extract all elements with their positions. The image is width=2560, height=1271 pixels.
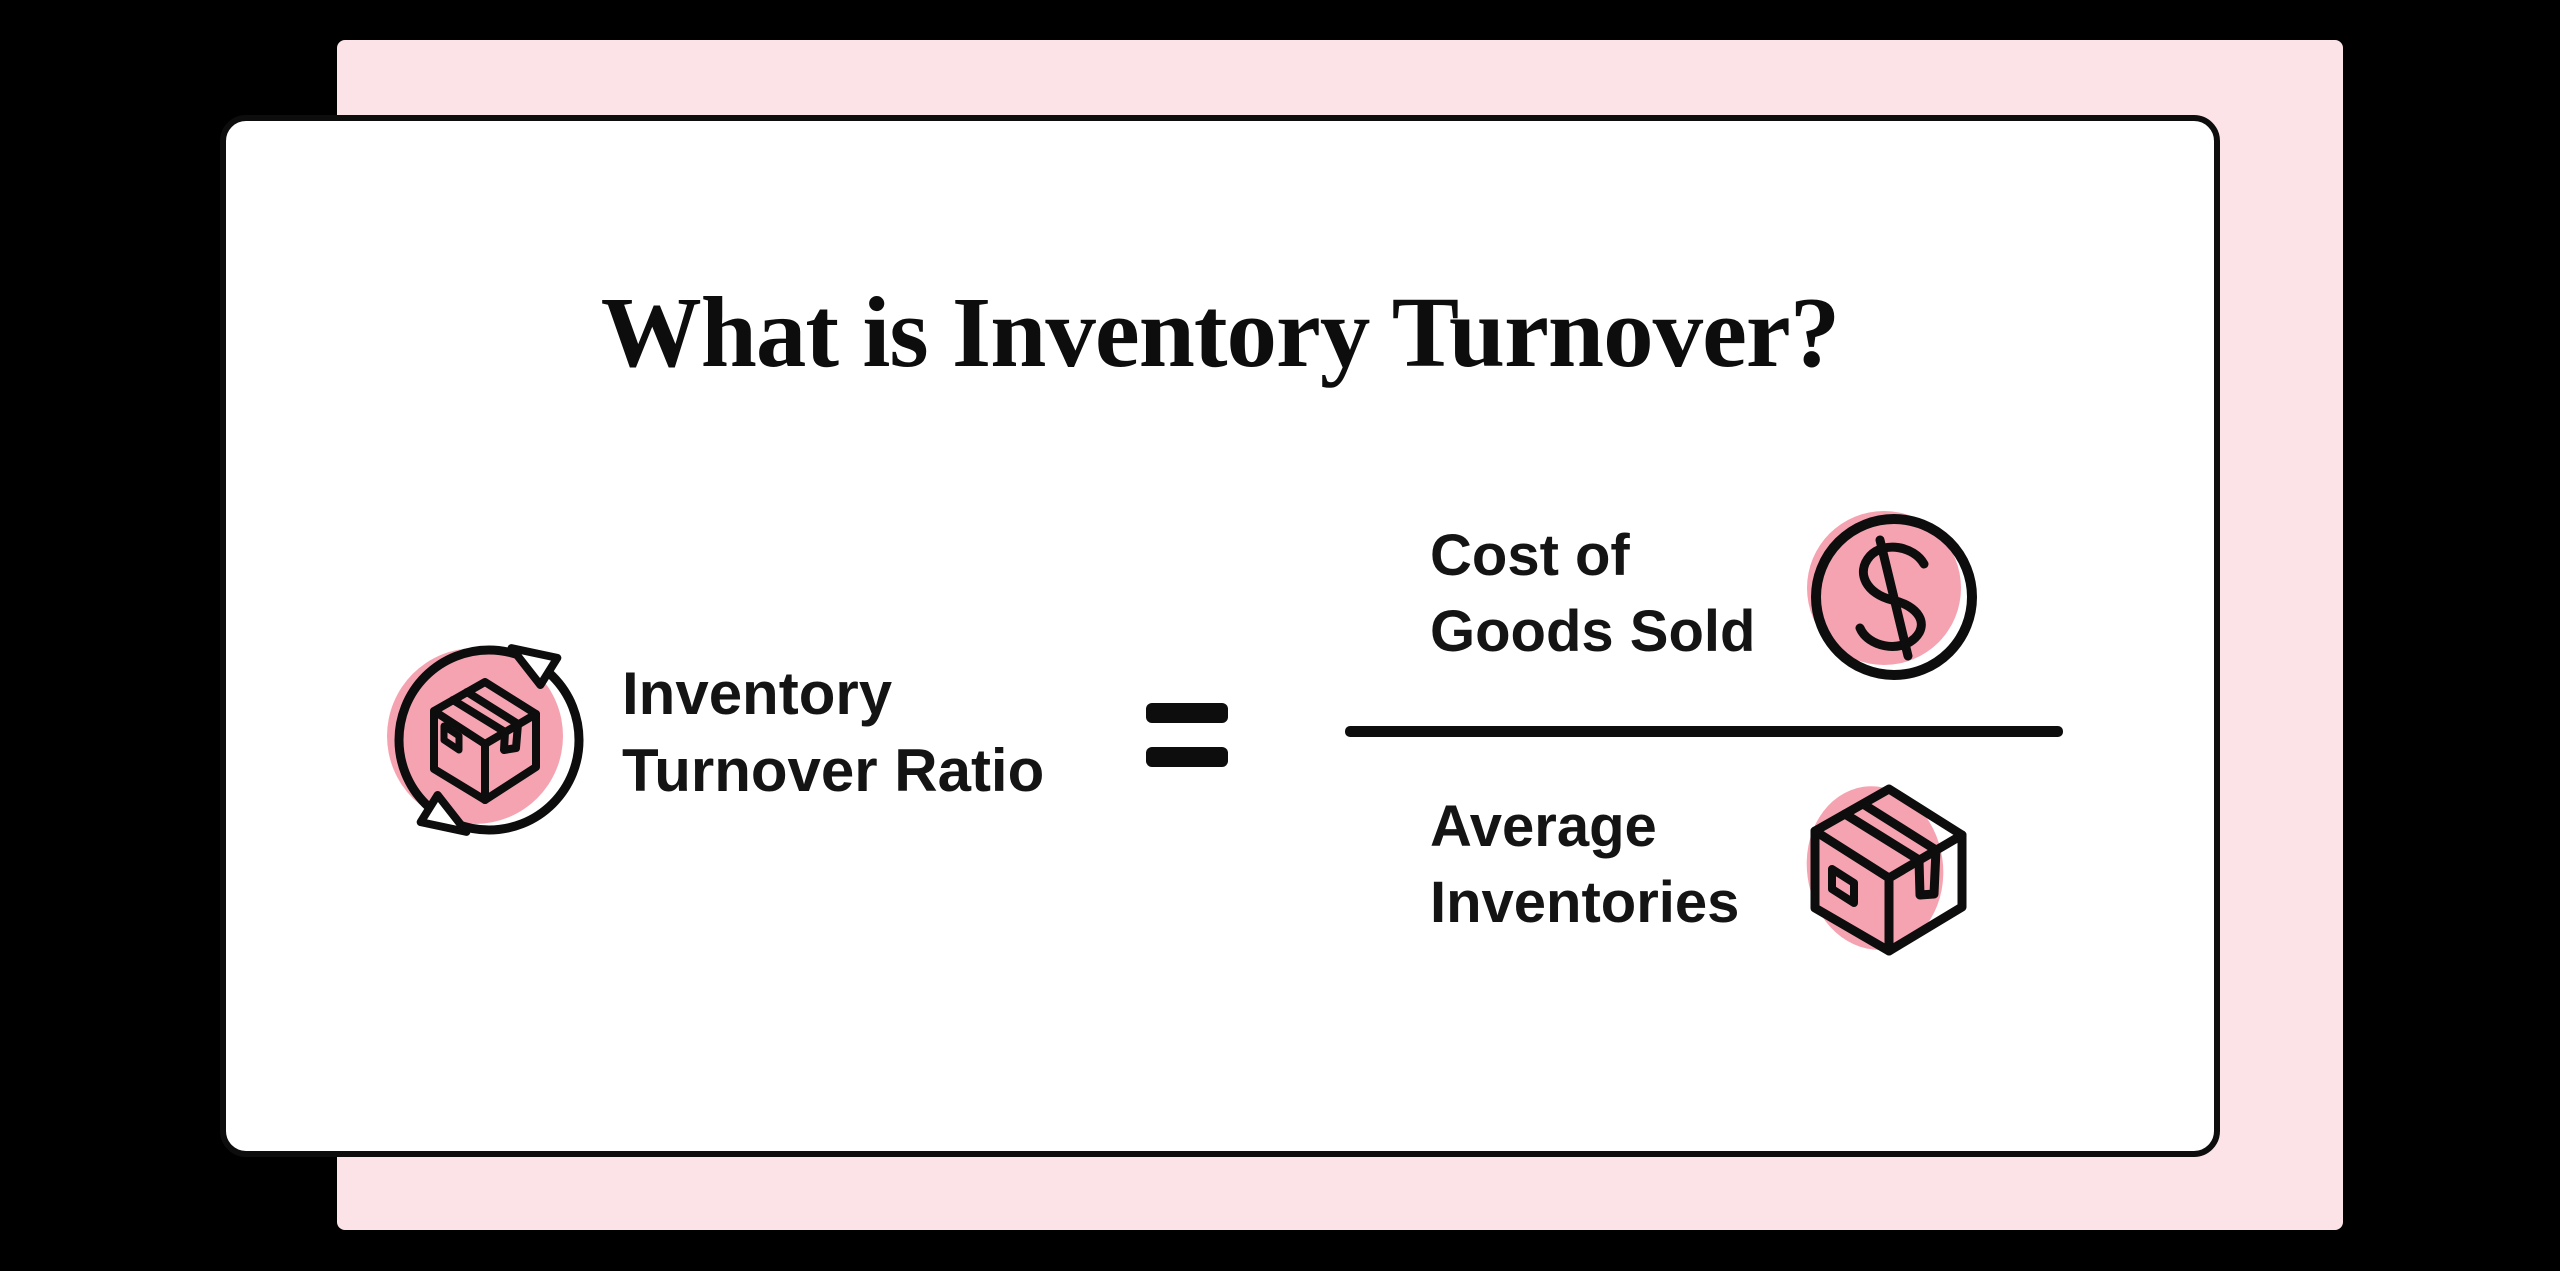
cycle-arrowhead-top [507, 644, 562, 689]
denominator-line2: Inventories [1430, 870, 1740, 935]
lhs-label-line1: Inventory [622, 660, 893, 727]
mini-box-outline [430, 678, 540, 804]
lhs-label: Inventory Turnover Ratio [622, 655, 1044, 809]
inventory-cycle-icon [387, 644, 584, 836]
fraction-bar [1345, 726, 2063, 737]
denominator-label: Average Inventories [1430, 789, 1739, 941]
lhs-label-line2: Turnover Ratio [622, 737, 1045, 804]
cycle-ring [394, 645, 584, 835]
coin-ring [1811, 514, 1977, 680]
cycle-arrowhead-bottom [416, 791, 471, 836]
equals-sign [1146, 703, 1228, 767]
equals-bar-bottom [1146, 747, 1228, 767]
page-title: What is Inventory Turnover? [600, 276, 1840, 388]
equals-bar-top [1146, 703, 1228, 723]
numerator-line1: Cost of [1430, 523, 1630, 588]
dollar-sign [1855, 535, 1929, 661]
box-outline [1810, 784, 1967, 956]
numerator-label: Cost of Goods Sold [1430, 518, 1755, 670]
denominator-line1: Average [1430, 794, 1657, 859]
numerator-line2: Goods Sold [1430, 599, 1756, 664]
dollar-coin-icon [1807, 511, 1977, 680]
inventory-box-icon [1806, 784, 1967, 956]
